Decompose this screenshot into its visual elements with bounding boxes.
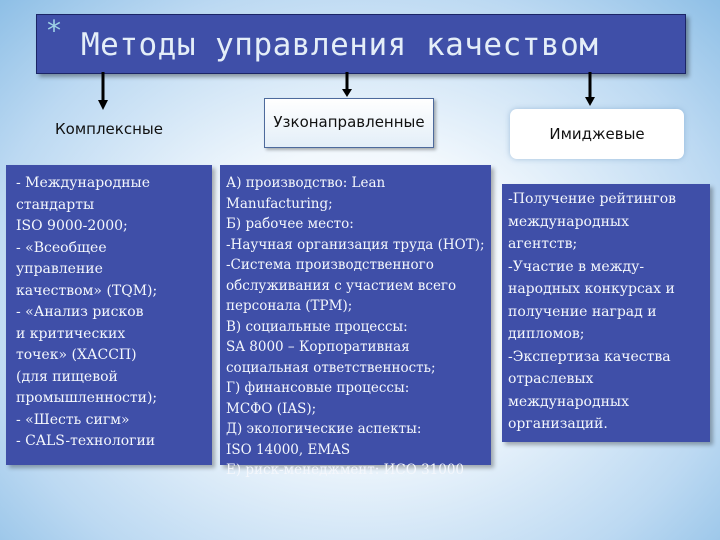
panel-narrow: А) производство: Lean Manufacturing; Б) … — [220, 165, 491, 478]
arrow-to-narrow — [342, 72, 352, 97]
list-item: - «Шесть сигм» — [16, 411, 130, 428]
list-item: точек» (ХАССП) — [16, 347, 137, 363]
arrow-to-image — [585, 72, 595, 106]
list-item: В) социальные процессы: — [226, 318, 408, 335]
list-item: и критических — [16, 325, 126, 342]
list-item: социальная ответственность; — [226, 359, 436, 376]
list-item: персонала (TPM); — [226, 298, 353, 314]
list-item: (для пищевой — [16, 368, 118, 385]
header-complex: Комплексные — [55, 120, 163, 138]
list-item: -Система производственного — [226, 257, 434, 273]
header-narrow: Узконаправленные — [264, 98, 434, 148]
title-box: * Методы управления качеством — [36, 14, 686, 74]
list-item: -Получение рейтингов — [508, 191, 677, 207]
list-item: организаций. — [508, 416, 608, 432]
list-item: ISO 9000-2000; — [16, 218, 128, 234]
list-item: качеством» (TQM); — [16, 282, 158, 299]
list-item: международных — [508, 393, 629, 410]
list-item: агентств; — [508, 236, 578, 252]
title-star-icon: * — [47, 14, 61, 47]
list-item: Е) риск-менеджмент: ИСО 31000 — [226, 462, 465, 478]
arrow-to-complex — [98, 72, 108, 110]
list-item: стандарты — [16, 196, 95, 213]
list-item: - «Анализ рисков — [16, 304, 144, 320]
list-item: - «Всеобщее — [16, 239, 107, 256]
diagram-title: Методы управления качеством — [81, 27, 599, 63]
list-item: получение наград и — [508, 303, 657, 320]
list-item: ISO 14000, EMAS — [226, 441, 351, 458]
list-item: -Научная организация труда (НОТ); — [226, 236, 485, 253]
list-item: отраслевых — [508, 371, 594, 387]
list-item: Г) финансовые процессы: — [226, 380, 410, 396]
list-item: Д) экологические аспекты: — [226, 421, 422, 437]
list-item: -Участие в между- — [508, 258, 645, 275]
list-item: дипломов; — [508, 326, 585, 342]
list-item: - CALS-технологии — [16, 433, 156, 449]
list-item: Manufacturing; — [226, 195, 333, 212]
list-item: - Международные — [16, 175, 150, 191]
panel-complex: - Международные стандарты ISO 9000-2000;… — [6, 165, 212, 465]
header-image: Имиджевые — [510, 109, 684, 159]
list-item: -Экспертиза качества — [508, 348, 671, 365]
list-item: обслуживания с участием всего — [226, 277, 457, 294]
list-item: управление — [16, 261, 103, 277]
list-item: Б) рабочее место: — [226, 216, 354, 232]
list-item: промышленности); — [16, 390, 158, 406]
list-item: А) производство: Lean — [226, 175, 386, 191]
list-item: народных конкурсах и — [508, 281, 675, 297]
list-item: международных — [508, 213, 629, 230]
list-item: SA 8000 – Корпоративная — [226, 339, 410, 355]
list-item: МСФО (IAS); — [226, 400, 317, 417]
panel-image: -Получение рейтингов международных агент… — [502, 184, 710, 442]
